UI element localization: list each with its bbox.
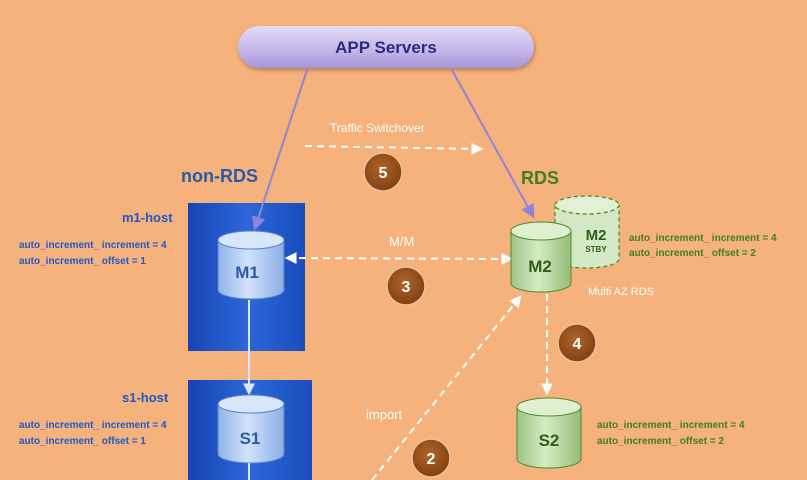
step-4-badge: 4 [557,323,597,363]
s1-db-label: S1 [240,429,261,448]
m1-increment-text: auto_increment_ increment = 4 [19,240,167,251]
m2-database-icon [510,221,572,293]
m2-increment-text: auto_increment_ increment = 4 [629,233,777,244]
step-3-badge: 3 [386,266,426,306]
step-5-badge: 5 [363,152,403,192]
step-2-badge: 2 [411,438,451,478]
m1-db-label: M1 [235,263,259,282]
import-label: import [366,407,403,422]
m2-standby-sub-label: STBY [585,245,607,254]
m1-host-label: m1-host [122,210,173,225]
mm-label: M/M [389,234,414,249]
app-to-m2-arrow [451,69,535,219]
traffic-switchover-arrow [304,142,484,155]
s1-offset-text: auto_increment_ offset = 1 [19,436,146,447]
app-servers-label: APP Servers [335,38,437,57]
s1-host-label: s1-host [122,390,169,405]
import-arrow [371,295,522,480]
s2-increment-text: auto_increment_ increment = 4 [597,420,745,431]
s1-database-icon [217,394,285,464]
app-servers-pill [238,26,534,68]
m2-standby-label: M2 [586,227,607,244]
step-2-label: 2 [427,451,436,468]
mm-replication-arrow [284,252,514,265]
m1-database-icon [217,230,285,300]
s2-database-icon [516,397,582,469]
app-to-m1-arrow [251,69,308,231]
rds-title: RDS [521,168,559,188]
m2-db-label: M2 [528,257,552,276]
s2-db-label: S2 [539,431,560,450]
step-4-label: 4 [573,336,582,353]
traffic-switchover-label: Traffic Switchover [330,121,425,135]
step-3-label: 3 [402,279,411,296]
multi-az-label: Multi AZ RDS [588,286,654,298]
s2-offset-text: auto_increment_ offset = 2 [597,436,724,447]
step-5-label: 5 [379,165,388,182]
m1-offset-text: auto_increment_ offset = 1 [19,256,146,267]
m2-offset-text: auto_increment_ offset = 2 [629,248,756,259]
non-rds-title: non-RDS [181,166,258,186]
s1-increment-text: auto_increment_ increment = 4 [19,420,167,431]
